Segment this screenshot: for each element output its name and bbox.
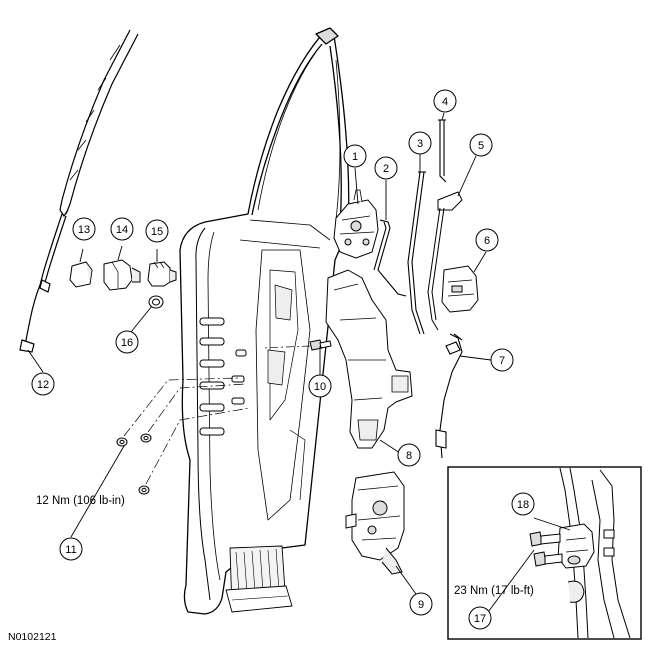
svg-text:2: 2 <box>383 163 389 175</box>
latch-1 <box>333 189 379 259</box>
svg-text:12: 12 <box>37 379 49 391</box>
svg-text:1: 1 <box>352 151 358 163</box>
leader-lines <box>27 112 571 624</box>
callout-7: 7 <box>490 348 514 372</box>
rod-4 <box>438 119 447 183</box>
svg-text:18: 18 <box>517 499 529 511</box>
inset-bolts-17 <box>529 531 563 567</box>
callout-18: 18 <box>511 492 535 516</box>
door-latch-9 <box>345 471 405 575</box>
svg-text:5: 5 <box>478 140 484 152</box>
svg-text:3: 3 <box>417 138 423 150</box>
door-drain-slots <box>199 317 247 436</box>
rod-3 <box>407 171 426 335</box>
rod-2 <box>373 219 407 297</box>
callout-16: 16 <box>115 330 139 354</box>
callout-11: 11 <box>59 537 83 561</box>
svg-text:15: 15 <box>151 226 163 238</box>
svg-text:6: 6 <box>484 235 490 247</box>
svg-text:10: 10 <box>314 381 326 393</box>
bolt-10 <box>309 339 332 351</box>
torque-spec-main: 12 Nm (106 lb-in) <box>36 495 125 507</box>
figure-id: N0102121 <box>8 631 57 643</box>
svg-text:9: 9 <box>418 599 424 611</box>
callout-8: 8 <box>397 443 421 467</box>
clip-15 <box>147 261 177 287</box>
svg-text:11: 11 <box>65 544 76 556</box>
clip-13 <box>69 261 93 288</box>
weatherstrip-seal <box>19 29 139 353</box>
svg-text:16: 16 <box>121 337 133 349</box>
svg-text:4: 4 <box>442 96 448 108</box>
svg-text:8: 8 <box>406 450 412 462</box>
callout-12: 12 <box>31 372 55 396</box>
svg-text:14: 14 <box>116 224 128 236</box>
svg-text:13: 13 <box>78 224 90 236</box>
cable-7 <box>435 333 463 459</box>
svg-text:7: 7 <box>499 355 505 367</box>
inset-striker-18 <box>557 523 595 569</box>
callout-3: 3 <box>408 131 432 155</box>
callout-5: 5 <box>469 133 493 157</box>
link-5 <box>427 191 463 331</box>
callout-13: 13 <box>72 217 96 241</box>
latch-shield-8 <box>325 269 413 449</box>
handle-6 <box>441 265 479 313</box>
callout-15: 15 <box>145 219 169 243</box>
callout-14: 14 <box>110 217 134 241</box>
callout-17: 17 <box>468 606 492 630</box>
callout-10: 10 <box>308 374 332 398</box>
door-shell <box>179 27 350 615</box>
callout-1: 1 <box>343 144 367 168</box>
callout-4: 4 <box>433 89 457 113</box>
clip-14 <box>103 259 141 291</box>
callout-6: 6 <box>475 228 499 252</box>
callout-9: 9 <box>409 592 433 616</box>
nut-alignment-lines <box>123 377 251 485</box>
callout-2: 2 <box>374 156 398 180</box>
svg-text:17: 17 <box>474 613 486 625</box>
nuts-11 <box>116 433 152 495</box>
plug-16 <box>148 295 164 309</box>
torque-spec-inset: 23 Nm (17 lb-ft) <box>454 585 534 597</box>
